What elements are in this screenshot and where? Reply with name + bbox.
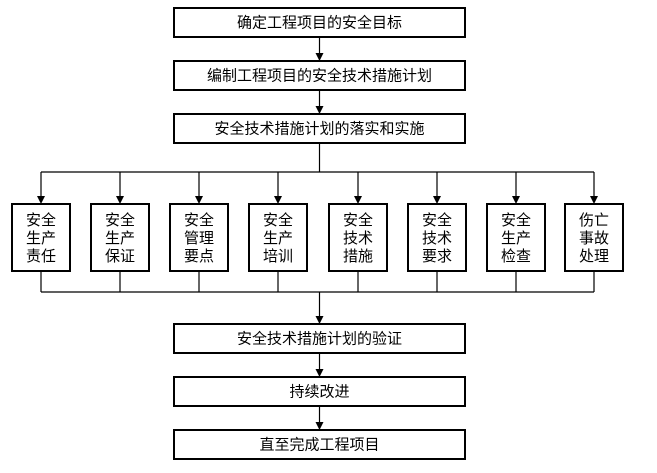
measure-branches bbox=[37, 172, 598, 292]
measure-box-label-line: 要求 bbox=[422, 247, 452, 265]
measure-box-label-line: 措施 bbox=[343, 247, 373, 265]
measure-box-frame bbox=[486, 203, 546, 272]
final-step-1: 安全技术措施计划的验证 bbox=[173, 323, 466, 354]
measure-box-label-line: 安全 bbox=[105, 211, 135, 229]
measure-boxes: 安全生产责任安全生产保证安全管理要点安全生产培训安全技术措施安全技术要求安全生产… bbox=[11, 203, 624, 272]
main-step-3: 安全技术措施计划的落实和实施 bbox=[173, 113, 466, 144]
measure-box-label-line: 技术 bbox=[343, 229, 373, 247]
measure-box-frame bbox=[11, 203, 71, 272]
arrowhead-final2-final3 bbox=[315, 422, 324, 430]
measure-box-label-line: 保证 bbox=[105, 247, 135, 265]
main-step-2-label: 编制工程项目的安全技术措施计划 bbox=[207, 67, 432, 85]
measure-branch-arrowhead bbox=[37, 196, 45, 204]
main-step-1-label: 确定工程项目的安全目标 bbox=[237, 14, 402, 32]
measure-box-label-line: 事故 bbox=[579, 229, 609, 247]
measure-box-label-line: 生产 bbox=[26, 229, 56, 247]
measure-box-label-line: 责任 bbox=[26, 247, 56, 265]
measure-box-frame bbox=[328, 203, 388, 272]
measure-box-label-line: 安全 bbox=[343, 211, 373, 229]
measure-box-label-line: 安全 bbox=[184, 211, 214, 229]
measure-branch-arrowhead bbox=[590, 196, 598, 204]
final-step-2: 持续改进 bbox=[173, 376, 466, 407]
measure-box-label-line: 安全 bbox=[263, 211, 293, 229]
arrowhead-step2-step3 bbox=[315, 106, 324, 114]
measure-box: 安全技术措施 bbox=[328, 203, 388, 272]
measure-box-label-line: 安全 bbox=[422, 211, 452, 229]
final-step-2-label: 持续改进 bbox=[289, 383, 349, 401]
measure-box-label-line: 生产 bbox=[263, 229, 293, 247]
measure-branch-arrowhead bbox=[433, 196, 441, 204]
measure-box-label-line: 培训 bbox=[263, 247, 293, 265]
main-step-2: 编制工程项目的安全技术措施计划 bbox=[173, 60, 466, 91]
measure-box-label-line: 技术 bbox=[422, 229, 452, 247]
measure-box-frame bbox=[169, 203, 229, 272]
measure-box-frame bbox=[564, 203, 624, 272]
arrowhead-merge bbox=[315, 316, 324, 324]
measure-box-label-line: 伤亡 bbox=[579, 211, 609, 229]
measure-branch-arrowhead bbox=[512, 196, 520, 204]
measure-box-label-line: 处理 bbox=[579, 247, 609, 265]
arrowhead-final1-final2 bbox=[315, 369, 324, 377]
measure-box-label-line: 管理 bbox=[184, 229, 214, 247]
final-step-3: 直至完成工程项目 bbox=[173, 429, 466, 460]
measure-box-label-line: 生产 bbox=[501, 229, 531, 247]
final-step-3-label: 直至完成工程项目 bbox=[259, 436, 379, 454]
measure-box-label-line: 要点 bbox=[184, 247, 214, 265]
main-step-3-label: 安全技术措施计划的落实和实施 bbox=[214, 120, 424, 138]
measure-box-label-line: 安全 bbox=[501, 211, 531, 229]
measure-branch-arrowhead bbox=[354, 196, 362, 204]
measure-branch-arrowhead bbox=[274, 196, 282, 204]
measure-box-label-line: 生产 bbox=[105, 229, 135, 247]
measure-branch-arrowhead bbox=[195, 196, 203, 204]
arrowhead-step1-step2 bbox=[315, 53, 324, 61]
measure-box-frame bbox=[407, 203, 467, 272]
measure-box-label-line: 安全 bbox=[26, 211, 56, 229]
measure-box-frame bbox=[248, 203, 308, 272]
measure-box-label-line: 检查 bbox=[501, 247, 531, 265]
main-step-1: 确定工程项目的安全目标 bbox=[173, 7, 466, 38]
final-step-1-label: 安全技术措施计划的验证 bbox=[237, 330, 402, 348]
measure-branch-arrowhead bbox=[116, 196, 124, 204]
measure-box-frame bbox=[90, 203, 150, 272]
